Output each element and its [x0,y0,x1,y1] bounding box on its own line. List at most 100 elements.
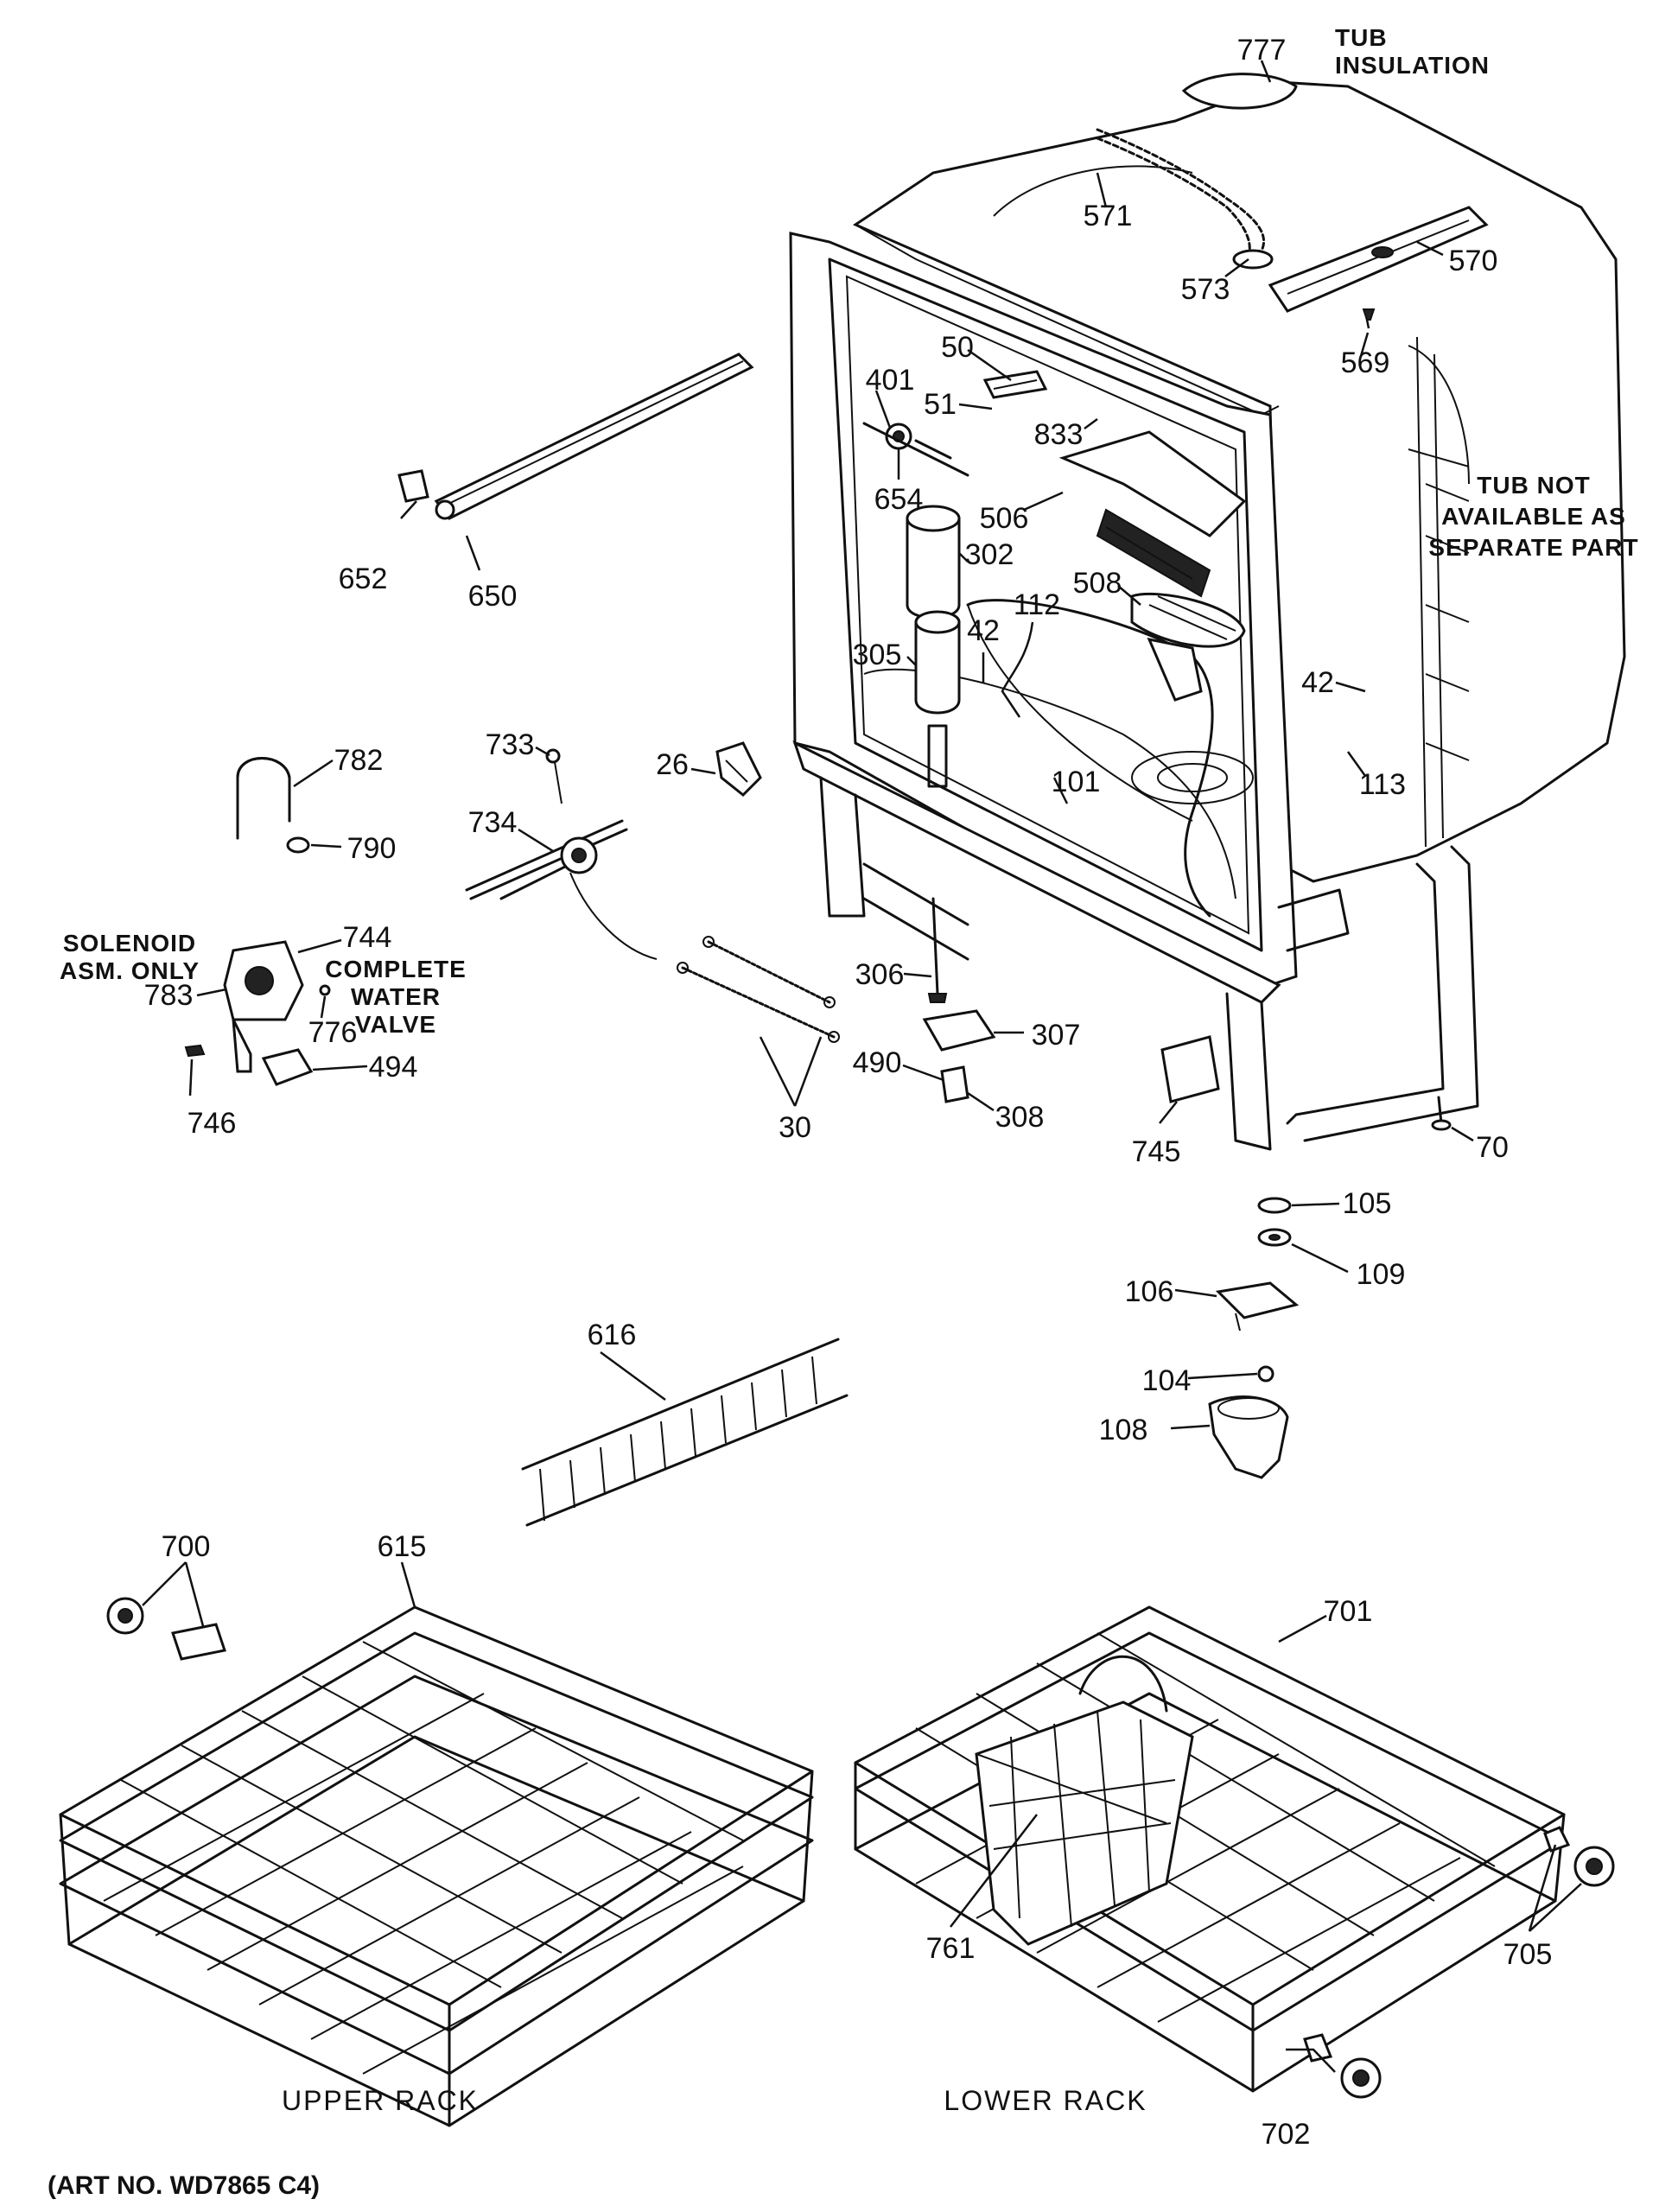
tub-front-frame [789,232,1479,1151]
callout-307: 307 [1031,1019,1081,1052]
washer-105 [1257,1197,1292,1214]
callout-777: 777 [1236,34,1287,67]
callout-302: 302 [964,538,1014,571]
hose-782 [236,757,291,840]
caption-lower-rack: LOWER RACK [944,2085,1147,2116]
caption-complete-water-valve-line-3: VALVE [354,1011,437,1038]
callout-783: 783 [143,979,194,1012]
silverware-basket-761 [975,1655,1194,1946]
caption-complete-water-valve: COMPLETE WATER VALVE [325,957,467,1037]
callout-705: 705 [1503,1938,1553,1971]
motor-305 [914,610,961,788]
callout-571: 571 [1083,200,1133,232]
caption-complete-water-valve-line-2: WATER [350,983,442,1010]
upper-rack-615 [59,1605,814,2127]
callout-616: 616 [587,1319,637,1351]
door-seal-650 [434,353,754,520]
callout-42-a: 42 [967,614,1000,647]
rinse-agent-508 [1130,592,1246,702]
callout-506: 506 [979,502,1029,535]
callout-734: 734 [467,806,518,839]
rollers-700 [106,1597,226,1661]
water-valve-783 [223,940,304,1073]
housing-108 [1208,1395,1289,1479]
leveling-leg-70 [1431,1096,1452,1131]
washer-109 [1257,1228,1292,1247]
end-cap-652 [397,469,429,503]
callout-569: 569 [1340,346,1390,379]
latch-bar-734 [465,748,658,960]
callout-833: 833 [1033,418,1084,451]
callout-494: 494 [368,1051,418,1084]
switch-307 [922,1009,996,1052]
callout-573: 573 [1180,273,1230,306]
callout-113: 113 [1358,768,1407,801]
callout-42-b: 42 [1301,666,1334,699]
rollers-705 [1543,1826,1615,1887]
caption-solenoid-line-2: ASM. ONLY [60,957,200,984]
wash-arm-570 [1268,206,1489,329]
callout-26: 26 [656,748,689,781]
lower-rack-701 [854,1605,1566,2093]
callout-745: 745 [1131,1135,1181,1168]
callout-733: 733 [485,728,535,761]
clamp-790 [286,836,310,854]
bracket-494 [261,1048,314,1086]
part-654 [862,422,969,477]
callout-30: 30 [779,1111,811,1144]
callout-508: 508 [1072,567,1122,600]
callout-70: 70 [1476,1131,1509,1164]
bolt-306 [927,897,948,1003]
callout-490: 490 [852,1046,902,1079]
caption-tub-insulation-line-1: TUB [1335,24,1388,51]
nut-104 [1257,1365,1274,1382]
callout-108: 108 [1098,1414,1148,1446]
callout-790: 790 [346,832,397,865]
callout-105: 105 [1342,1187,1392,1220]
callout-401: 401 [865,364,915,397]
caption-complete-water-valve-line-1: COMPLETE [325,956,467,982]
callout-106: 106 [1124,1275,1174,1308]
door-springs-30 [677,936,840,1043]
bracket-106 [1215,1281,1300,1332]
bracket-50 [982,370,1048,399]
callout-746: 746 [187,1107,237,1140]
callout-112: 112 [1013,588,1061,621]
junction-box-745 [1160,1035,1220,1103]
rollers-702 [1303,2033,1382,2099]
caption-tub-insulation-line-2: INSULATION [1335,52,1491,79]
callout-700: 700 [161,1530,211,1563]
caption-tub-not-available-line-2: AVAILABLE AS [1441,503,1626,530]
motor-302 [906,505,961,620]
callout-654: 654 [874,483,924,516]
callout-305: 305 [852,639,902,671]
caption-tub-not-available-line-1: TUB NOT [1477,472,1591,499]
callout-761: 761 [925,1932,976,1965]
callout-308: 308 [995,1101,1045,1134]
callout-782: 782 [334,744,384,777]
tub-body [852,73,1626,883]
callout-652: 652 [338,563,388,595]
callout-104: 104 [1141,1364,1192,1397]
divider-616 [521,1338,849,1527]
art-number: (ART NO. WD7865 C4) [48,2171,321,2200]
callout-744: 744 [342,921,392,954]
caption-solenoid: SOLENOID ASM. ONLY [60,931,200,983]
screw-746 [184,1044,206,1058]
callout-701: 701 [1323,1595,1373,1628]
caption-upper-rack: UPPER RACK [281,2085,480,2116]
leader-lines [142,60,1582,2073]
part-26 [715,741,762,798]
caption-tub-insulation: TUB INSULATION [1335,26,1490,78]
caption-tub-not-available: TUB NOT AVAILABLE AS SEPARATE PART [1428,474,1638,560]
callout-109: 109 [1356,1258,1406,1291]
callout-570: 570 [1448,245,1498,277]
callout-101: 101 [1051,766,1101,798]
callout-51: 51 [924,388,957,421]
caption-tub-not-available-line-3: SEPARATE PART [1428,534,1639,561]
callout-306: 306 [855,958,905,991]
dispenser-506 [1058,430,1247,598]
screw-776 [319,984,331,996]
